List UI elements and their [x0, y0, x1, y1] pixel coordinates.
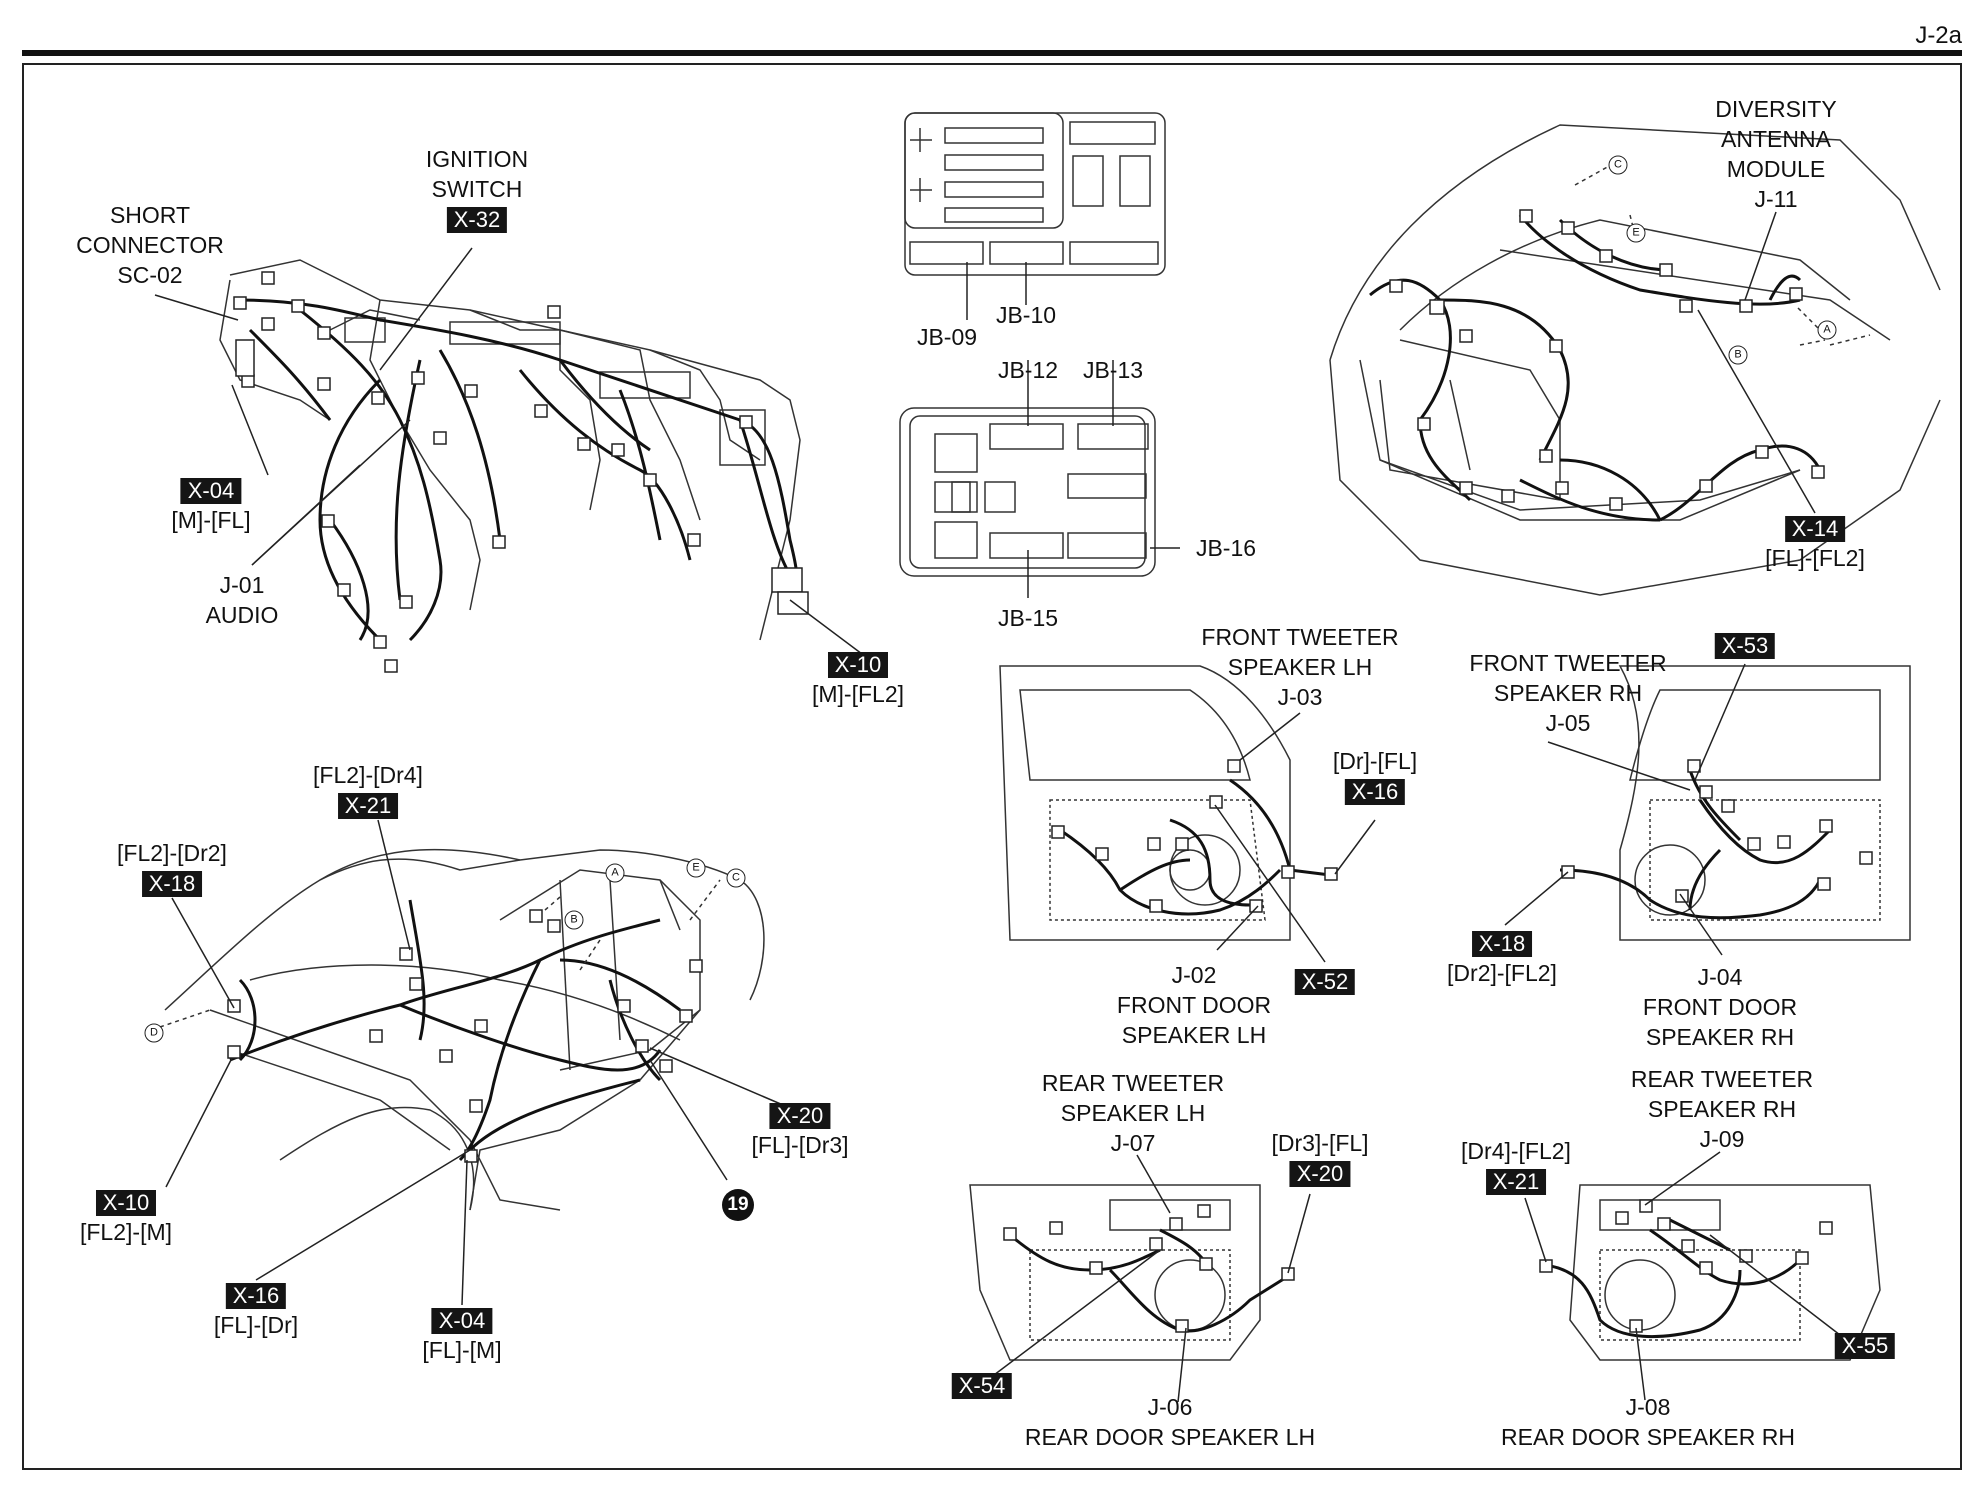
- jb13-label: JB-13: [1082, 357, 1144, 383]
- connector-tag-x10: X-10: [827, 652, 889, 678]
- rear-tweeter-lh-label: REAR TWEETER SPEAKER LH J-07: [1041, 1070, 1225, 1156]
- connector-tag-x21: X-21: [1485, 1169, 1547, 1195]
- x16-car-label: X-16 [FL]-[Dr]: [213, 1283, 299, 1338]
- connector-tag-x18: X-18: [141, 871, 203, 897]
- jb12-label: JB-12: [997, 357, 1059, 383]
- connector-tag-x20: X-20: [1289, 1161, 1351, 1187]
- marker-c-car: C: [726, 868, 746, 888]
- connector-tag-x32: X-32: [446, 207, 508, 233]
- marker-e-trunk: E: [1626, 223, 1646, 243]
- x04-dash-label: X-04 [M]-[FL]: [171, 478, 251, 533]
- x10-car-label: X-10 [FL2]-[M]: [79, 1190, 173, 1245]
- j01-audio-label: J-01 AUDIO: [205, 572, 279, 628]
- ignition-switch-label: IGNITION SWITCH X-32: [425, 146, 529, 233]
- x14-label: X-14 [FL]-[FL2]: [1765, 516, 1865, 571]
- connector-tag-x14: X-14: [1784, 516, 1846, 542]
- front-door-rh-drawing: [1559, 665, 1911, 941]
- x16-door-label: [Dr]-[FL] X-16: [1332, 748, 1418, 805]
- connector-tag-x55: X-55: [1834, 1333, 1896, 1359]
- connector-tag-x04: X-04: [431, 1308, 493, 1334]
- connector-tag-x21: X-21: [337, 793, 399, 819]
- rear-door-lh-drawing: [969, 1184, 1295, 1361]
- rear-tweeter-rh-label: REAR TWEETER SPEAKER RH J-09: [1630, 1066, 1814, 1152]
- connector-tag-x16: X-16: [225, 1283, 287, 1309]
- connector-tag-x04: X-04: [180, 478, 242, 504]
- x20-door-label: [Dr3]-[FL] X-20: [1271, 1130, 1369, 1187]
- j04-label: J-04 FRONT DOOR SPEAKER RH: [1642, 964, 1798, 1050]
- front-door-lh-drawing: [999, 665, 1338, 941]
- trunk-antenna-drawing: [1329, 124, 1941, 596]
- x53-label: X-53: [1714, 630, 1776, 660]
- j02-label: J-02 FRONT DOOR SPEAKER LH: [1116, 962, 1272, 1048]
- x18-car-label: [FL2]-[Dr2] X-18: [117, 840, 227, 897]
- marker-a-trunk: A: [1817, 320, 1837, 340]
- jb15-label: JB-15: [997, 605, 1059, 631]
- x20-car-label: X-20 [FL]-[Dr3]: [751, 1103, 849, 1158]
- leader-lines: [154, 211, 1841, 1403]
- marker-e-car: E: [686, 858, 706, 878]
- j08-label: J-08 REAR DOOR SPEAKER RH: [1501, 1394, 1795, 1450]
- connector-tag-x20: X-20: [769, 1103, 831, 1129]
- x21-door-label: [Dr4]-[FL2] X-21: [1461, 1138, 1571, 1195]
- x21-car-label: [FL2]-[Dr4] X-21: [313, 762, 423, 819]
- marker-b-trunk: B: [1728, 345, 1748, 365]
- jb09-label: JB-09: [916, 324, 978, 350]
- front-tweeter-lh-label: FRONT TWEETER SPEAKER LH J-03: [1201, 624, 1399, 710]
- x04-car-label: X-04 [FL]-[M]: [422, 1308, 502, 1363]
- diversity-antenna-label: DIVERSITY ANTENNA MODULE J-11: [1715, 96, 1837, 212]
- front-tweeter-rh-label: FRONT TWEETER SPEAKER RH J-05: [1469, 650, 1667, 736]
- jb16-label: JB-16: [1195, 535, 1257, 561]
- connector-tag-x52: X-52: [1294, 969, 1356, 995]
- junction-block-top: [904, 112, 1166, 276]
- rear-door-rh-drawing: [1539, 1184, 1881, 1361]
- j06-label: J-06 REAR DOOR SPEAKER LH: [1024, 1394, 1316, 1450]
- x52-label: X-52: [1294, 966, 1356, 996]
- connector-tag-x10: X-10: [95, 1190, 157, 1216]
- page-id: J-2a: [1915, 22, 1962, 49]
- jb10-label: JB-10: [995, 302, 1057, 328]
- x54-label: X-54: [951, 1370, 1013, 1400]
- diagram-frame: [22, 63, 1962, 1470]
- car-body-drawing: [159, 848, 765, 1211]
- connector-tag-x18: X-18: [1471, 931, 1533, 957]
- instrument-panel-drawing: [219, 259, 809, 673]
- x55-label: X-55: [1834, 1330, 1896, 1360]
- ground-point-19: 19: [722, 1189, 754, 1221]
- marker-d-car: D: [144, 1023, 164, 1043]
- x10-dash-label: X-10 [M]-[FL2]: [811, 652, 905, 707]
- connector-tag-x16: X-16: [1344, 779, 1406, 805]
- x18-door-label: X-18 [Dr2]-[FL2]: [1447, 931, 1557, 986]
- marker-b-car: B: [564, 910, 584, 930]
- short-connector-label: SHORT CONNECTOR SC-02: [76, 202, 224, 288]
- marker-a-car: A: [605, 863, 625, 883]
- connector-tag-x54: X-54: [951, 1373, 1013, 1399]
- marker-c-trunk: C: [1608, 155, 1628, 175]
- connector-tag-x53: X-53: [1714, 633, 1776, 659]
- top-rule: [22, 50, 1962, 56]
